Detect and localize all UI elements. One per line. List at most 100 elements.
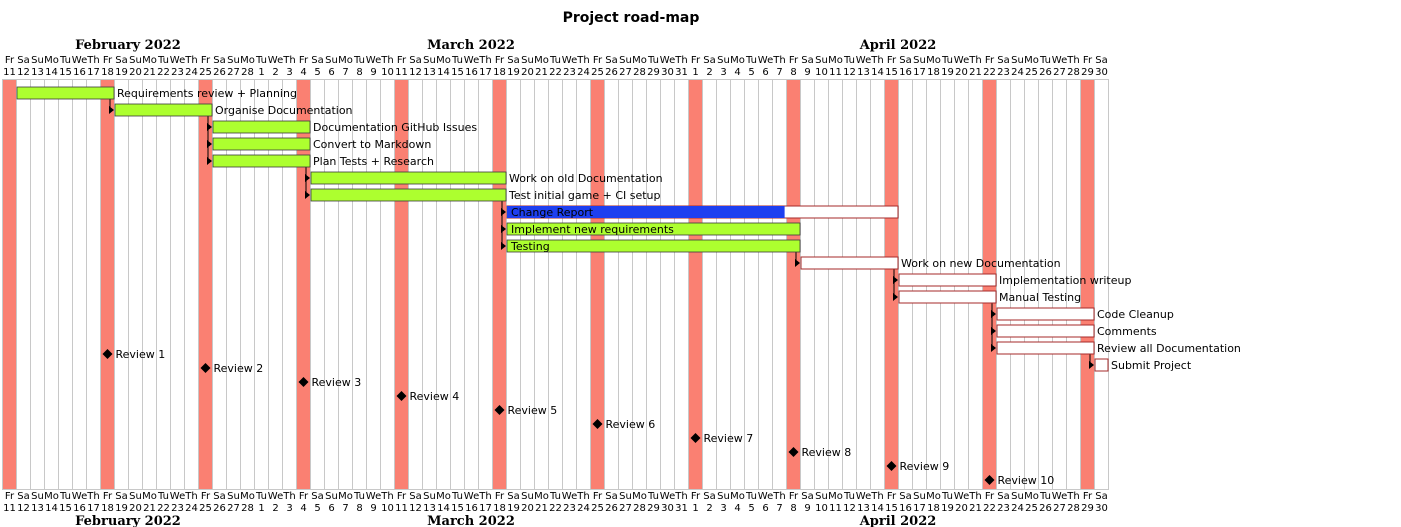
day-number-label: 15 [885,67,898,78]
weekday-label: Th [478,55,491,66]
weekday-label: Th [870,55,883,66]
day-number-label: 19 [115,503,128,514]
weekday-label: Mo [828,491,843,502]
milestone-label: Review 1 [116,348,166,361]
day-number-label: 27 [619,503,632,514]
day-number-label: 5 [748,503,754,514]
weekday-label: Fr [5,55,15,66]
weekday-label: Fr [201,55,211,66]
day-number-label: 14 [871,67,884,78]
weekday-label: Sa [899,491,911,502]
task-label: Code Cleanup [1097,308,1174,321]
task-bar-complete [212,137,311,151]
task-bar: Requirements review + Planning [16,86,297,100]
weekday-label: Th [576,55,589,66]
weekday-label: Th [184,491,197,502]
day-number-label: 13 [423,67,436,78]
weekday-label: We [268,55,283,66]
weekday-label: Su [521,55,534,66]
weekday-label: Th [282,55,295,66]
day-number-label: 30 [1095,67,1108,78]
day-number-label: 31 [675,503,688,514]
day-number-label: 18 [927,67,940,78]
task-label: Work on new Documentation [901,257,1061,270]
weekday-label: Th [86,491,99,502]
weekday-label: Mo [44,55,59,66]
day-number-label: 30 [661,503,674,514]
weekday-label: Tu [549,55,561,66]
day-number-label: 25 [199,503,212,514]
weekday-label: Sa [17,491,29,502]
task-bar-complete [114,103,213,117]
day-number-label: 24 [577,67,590,78]
weekday-label: Mo [926,55,941,66]
milestone-diamond [396,391,407,401]
day-number-label: 25 [1025,67,1038,78]
task-bar: Comments [996,324,1157,338]
day-number-label: 8 [790,503,796,514]
weekday-label: We [464,491,479,502]
day-number-label: 2 [706,503,712,514]
weekday-label: Th [772,491,785,502]
task-bar: Plan Tests + Research [212,154,434,168]
weekday-label: Fr [201,491,211,502]
day-number-label: 24 [1011,503,1024,514]
weekday-label: Mo [534,55,549,66]
day-number-label: 2 [272,67,278,78]
day-number-label: 16 [899,503,912,514]
weekday-label: Th [184,55,197,66]
task-bar-complete [506,222,801,236]
day-number-label: 2 [706,67,712,78]
milestone-label: Review 9 [900,460,950,473]
task-bar-todo [1094,358,1109,372]
day-number-label: 24 [185,67,198,78]
month-label: February 2022 [75,38,181,53]
milestone-label: Review 8 [802,446,852,459]
day-number-label: 7 [776,67,782,78]
weekday-label: We [856,491,871,502]
weekday-label: Tu [745,55,757,66]
weekday-label: Tu [843,55,855,66]
highlight-column [198,79,213,489]
day-number-label: 4 [734,67,740,78]
weekday-label: Su [423,55,436,66]
weekday-label: We [758,491,773,502]
day-number-label: 20 [955,67,968,78]
weekday-label: Mo [730,55,745,66]
day-number-label: 11 [3,503,16,514]
weekday-label: Sa [115,491,127,502]
day-number-label: 18 [101,503,114,514]
day-number-label: 11 [829,503,842,514]
weekday-label: Th [1066,55,1079,66]
weekday-label: Su [1011,491,1024,502]
day-number-label: 16 [73,67,86,78]
weekday-label: Mo [436,55,451,66]
milestone-label: Review 10 [998,474,1055,487]
day-number-label: 5 [314,67,320,78]
weekday-label: Sa [507,491,519,502]
weekday-label: Tu [59,491,71,502]
day-number-label: 23 [171,67,184,78]
weekday-label: Sa [213,491,225,502]
weekday-label: We [954,55,969,66]
weekday-label: Su [717,55,730,66]
weekday-label: Th [478,491,491,502]
weekday-label: Su [31,55,44,66]
day-number-label: 23 [997,503,1010,514]
weekday-label: Su [521,491,534,502]
day-number-label: 26 [213,503,226,514]
weekday-label: Sa [507,55,519,66]
weekday-label: Fr [691,55,701,66]
weekday-label: Fr [789,491,799,502]
day-number-label: 21 [969,67,982,78]
weekday-label: Tu [1039,55,1051,66]
task-label: Test initial game + CI setup [508,189,661,202]
task-bar-complete [506,239,801,253]
day-number-label: 17 [479,67,492,78]
day-number-label: 8 [356,503,362,514]
day-number-label: 16 [899,67,912,78]
day-number-label: 20 [521,67,534,78]
day-number-label: 17 [913,67,926,78]
